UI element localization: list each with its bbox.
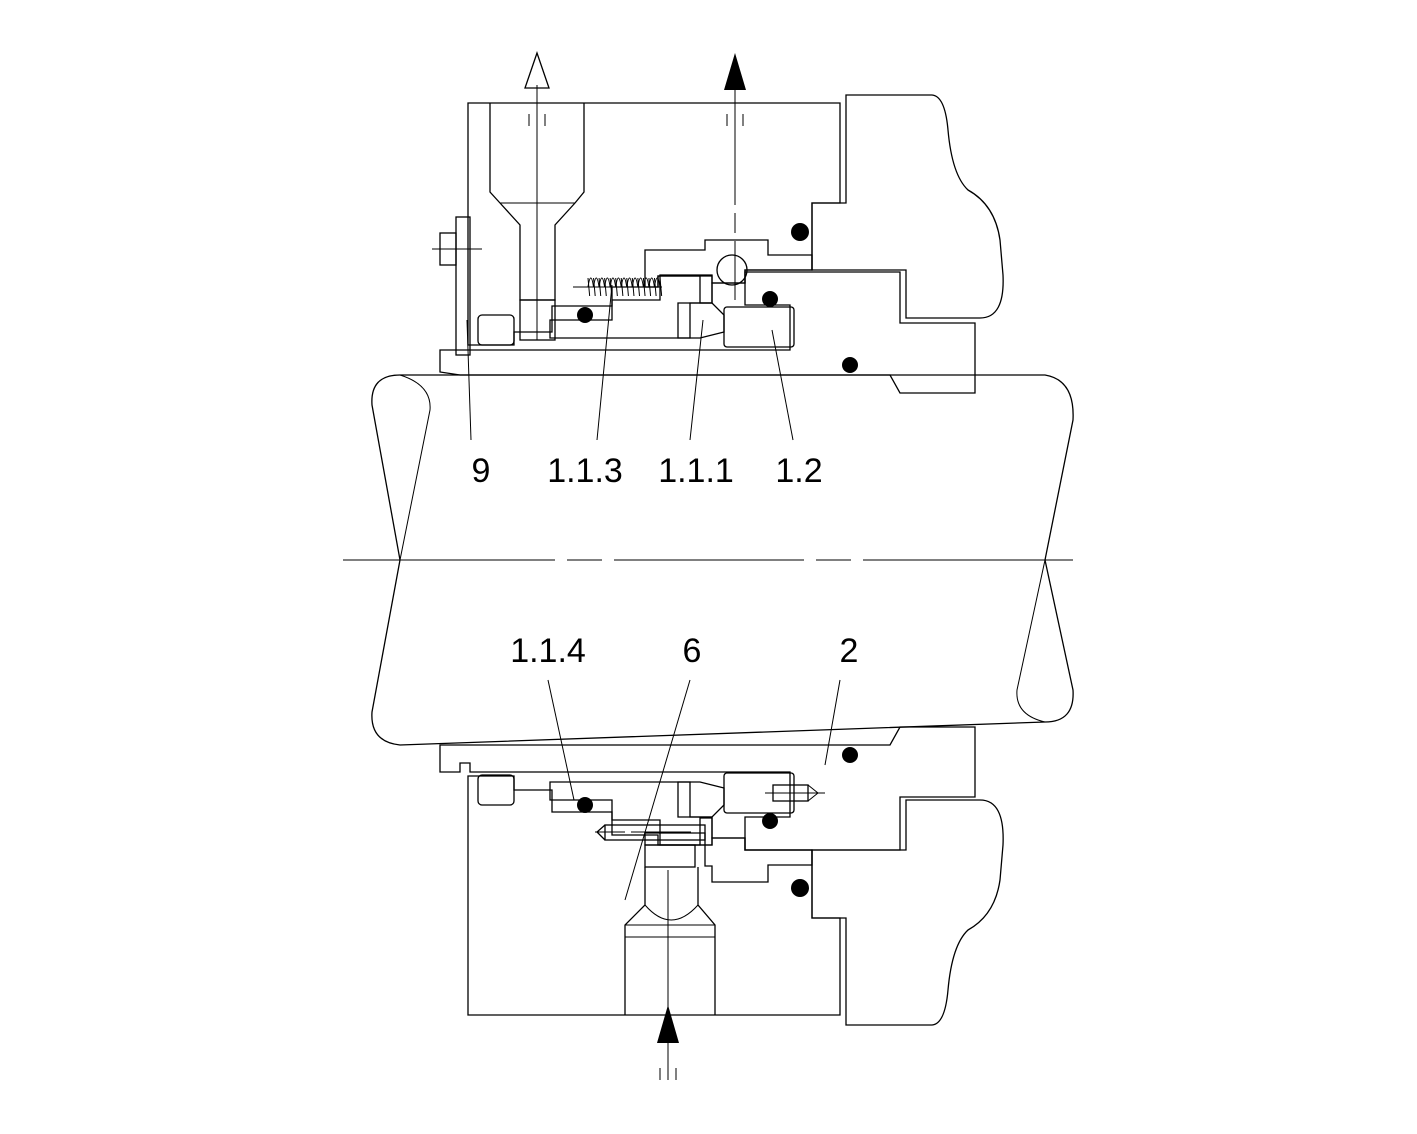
spring-coils — [587, 277, 661, 288]
bottom-port-passage — [644, 844, 696, 868]
gland-housing-top — [467, 102, 841, 346]
sleeve-top — [439, 271, 976, 394]
shaft-left-end-curve — [399, 374, 431, 561]
shaft — [371, 374, 1074, 746]
label-part-1-1-3: 1.1.3 — [547, 452, 623, 490]
label-part-1-1-4: 1.1.4 — [510, 632, 586, 670]
leader-2 — [824, 679, 841, 766]
inlet-arrow-filled — [657, 1005, 679, 1043]
o-ring-bottom-sleeve — [842, 747, 858, 763]
o-ring-top-gland — [791, 223, 809, 241]
o-ring-top-sleeve — [842, 357, 858, 373]
clamp-plate — [455, 216, 471, 356]
throttle-bushing-bottom — [477, 774, 515, 806]
o-ring-bottom-gland — [791, 879, 809, 897]
stuffing-box-bottom — [811, 799, 1004, 1026]
leader-1-2 — [771, 329, 794, 441]
gland-top-pocket — [644, 239, 813, 288]
seat-ring-top — [677, 302, 725, 339]
bottom-port-bore-curve — [644, 904, 699, 921]
leader-1-1-1 — [689, 319, 704, 441]
o-ring-top-face — [762, 291, 778, 307]
stuffing-box-top — [811, 94, 1004, 319]
label-part-2: 2 — [840, 632, 859, 670]
label-part-9: 9 — [472, 452, 491, 490]
bottom-port-bore — [624, 867, 716, 1015]
seal-carrier-bottom — [549, 781, 713, 846]
outlet-arrow-open — [524, 50, 550, 89]
label-part-6: 6 — [683, 632, 702, 670]
label-part-1-1-1: 1.1.1 — [658, 452, 734, 490]
o-ring-bottom-face — [762, 813, 778, 829]
leader-6 — [624, 679, 691, 901]
o-ring-bottom-carrier — [577, 797, 593, 813]
leader-9 — [466, 319, 472, 441]
seal-face-top — [723, 306, 795, 348]
o-ring-top-carrier — [577, 307, 593, 323]
sleeve-bottom — [439, 726, 976, 851]
seal-carrier-top — [549, 274, 713, 339]
shaft-right-end-curve — [1016, 559, 1046, 723]
outlet-arrow-filled — [724, 53, 746, 90]
check-ball-top — [716, 254, 748, 286]
throttle-bushing-top — [477, 314, 515, 346]
label-part-1-2: 1.2 — [775, 452, 822, 490]
leader-1-1-4 — [547, 679, 575, 801]
seat-ring-bottom — [677, 781, 725, 818]
gland-housing-bottom — [467, 775, 841, 1016]
leader-1-1-3 — [596, 284, 613, 441]
